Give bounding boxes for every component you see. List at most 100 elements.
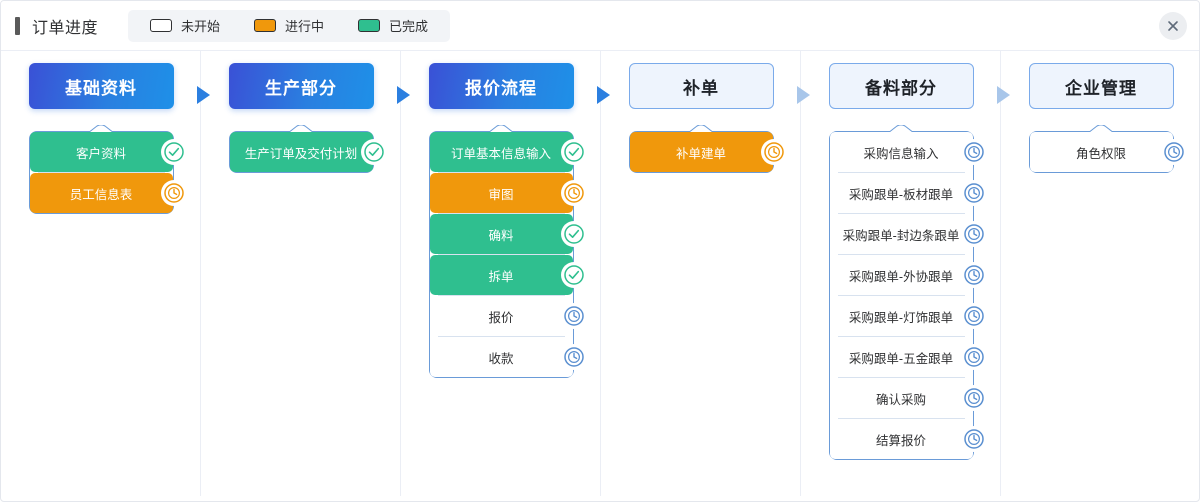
task-separator <box>837 336 965 337</box>
task-item[interactable]: 生产订单及交付计划 <box>229 132 387 172</box>
task-item[interactable]: 采购跟单-五金跟单 <box>829 337 987 377</box>
task-status-todo[interactable] <box>960 221 987 247</box>
task-separator <box>837 254 965 255</box>
check-circle-icon <box>563 224 584 244</box>
task-status-doing[interactable] <box>160 180 187 206</box>
legend-swatch-doing <box>254 19 277 32</box>
task-separator <box>437 213 565 214</box>
group-notch <box>688 125 714 133</box>
group-notch-icon <box>288 125 314 133</box>
task-label: 报价 <box>488 310 514 325</box>
task-status-todo[interactable] <box>960 385 987 411</box>
clock-circle-icon <box>163 183 184 203</box>
task-label: 采购跟单-板材跟单 <box>848 187 954 202</box>
task-status-todo[interactable] <box>560 344 587 370</box>
status-legend: 未开始 进行中 已完成 <box>128 9 451 42</box>
task-label: 审图 <box>488 187 514 202</box>
task-status-done[interactable] <box>560 139 587 165</box>
task-item[interactable]: 确料 <box>429 214 587 254</box>
task-item[interactable]: 审图 <box>429 173 587 213</box>
panel-header: 订单进度 未开始进行中已完成 <box>1 1 1199 51</box>
task-item[interactable]: 确认采购 <box>829 378 987 418</box>
task-item[interactable]: 采购跟单-板材跟单 <box>829 173 987 213</box>
task-label: 采购跟单-五金跟单 <box>848 351 954 366</box>
stage-header-2[interactable]: 生产部分 <box>228 63 374 109</box>
task-status-doing[interactable] <box>560 180 587 206</box>
task-item[interactable]: 结算报价 <box>829 419 987 459</box>
stage-header-1[interactable]: 基础资料 <box>28 63 174 109</box>
task-label: 补单建单 <box>675 146 726 161</box>
task-label: 确料 <box>488 228 514 243</box>
check-circle-icon <box>563 142 584 162</box>
task-item[interactable]: 拆单 <box>429 255 587 295</box>
task-status-todo[interactable] <box>960 426 987 452</box>
task-item[interactable]: 订单基本信息输入 <box>429 132 587 172</box>
task-item[interactable]: 采购跟单-灯饰跟单 <box>829 296 987 336</box>
task-separator <box>837 295 965 296</box>
task-item[interactable]: 报价 <box>429 296 587 336</box>
task-rail <box>572 146 574 363</box>
task-status-todo[interactable] <box>1160 139 1187 165</box>
task-group-1: 客户资料员工信息表 <box>28 125 187 214</box>
task-item[interactable]: 角色权限 <box>1029 132 1187 172</box>
close-button[interactable] <box>1159 12 1187 40</box>
group-notch-icon <box>88 125 114 133</box>
task-item[interactable]: 采购跟单-外协跟单 <box>829 255 987 295</box>
legend-item-todo: 未开始 <box>150 16 220 35</box>
stage-header-4[interactable]: 补单 <box>628 63 774 109</box>
clock-circle-icon <box>963 306 984 326</box>
group-notch-icon <box>1088 125 1114 133</box>
title-accent-bar <box>15 16 20 35</box>
clock-circle-icon <box>963 429 984 449</box>
stage-board: 基础资料客户资料员工信息表生产部分生产订单及交付计划报价流程订单基本信息输入审图… <box>1 51 1199 501</box>
task-label: 客户资料 <box>75 146 126 161</box>
group-notch-icon <box>688 125 714 133</box>
task-item[interactable]: 补单建单 <box>629 132 787 172</box>
stage-connector-arrow-icon <box>997 86 1010 104</box>
task-rail <box>972 146 974 445</box>
task-status-todo[interactable] <box>960 139 987 165</box>
stage-column-6: 企业管理角色权限 <box>1001 51 1199 501</box>
clock-circle-icon <box>563 306 584 326</box>
task-status-done[interactable] <box>560 221 587 247</box>
task-label: 角色权限 <box>1075 146 1126 161</box>
legend-item-doing: 进行中 <box>254 16 324 35</box>
legend-item-done: 已完成 <box>358 16 428 35</box>
task-item[interactable]: 采购信息输入 <box>829 132 987 172</box>
stage-header-5[interactable]: 备料部分 <box>828 63 974 109</box>
stage-connector-arrow-icon <box>597 86 610 104</box>
task-group-5: 采购信息输入采购跟单-板材跟单采购跟单-封边条跟单采购跟单-外协跟单采购跟单-灯… <box>828 125 987 460</box>
task-status-done[interactable] <box>160 139 187 165</box>
check-circle-icon <box>563 265 584 285</box>
group-notch <box>88 125 114 133</box>
task-label: 订单基本信息输入 <box>450 146 551 161</box>
task-separator <box>837 377 965 378</box>
stage-connector-arrow-icon <box>397 86 410 104</box>
task-status-todo[interactable] <box>960 303 987 329</box>
clock-circle-icon <box>963 347 984 367</box>
stage-connector-arrow-icon <box>797 86 810 104</box>
clock-circle-icon <box>963 183 984 203</box>
task-label: 采购信息输入 <box>863 146 939 161</box>
task-status-done[interactable] <box>560 262 587 288</box>
task-item[interactable]: 采购跟单-封边条跟单 <box>829 214 987 254</box>
task-rail <box>172 146 174 199</box>
task-separator <box>437 254 565 255</box>
task-status-todo[interactable] <box>960 262 987 288</box>
clock-circle-icon <box>963 388 984 408</box>
clock-circle-icon <box>563 347 584 367</box>
task-item[interactable]: 客户资料 <box>29 132 187 172</box>
task-label: 收款 <box>488 351 514 366</box>
task-status-doing[interactable] <box>760 139 787 165</box>
task-item[interactable]: 收款 <box>429 337 587 377</box>
task-status-done[interactable] <box>360 139 387 165</box>
stage-column-3: 报价流程订单基本信息输入审图确料拆单报价收款 <box>401 51 610 501</box>
task-status-todo[interactable] <box>960 180 987 206</box>
task-status-todo[interactable] <box>560 303 587 329</box>
stage-header-3[interactable]: 报价流程 <box>428 63 574 109</box>
task-item[interactable]: 员工信息表 <box>29 173 187 213</box>
task-status-todo[interactable] <box>960 344 987 370</box>
stage-header-6[interactable]: 企业管理 <box>1028 63 1174 109</box>
legend-label: 进行中 <box>285 19 325 34</box>
